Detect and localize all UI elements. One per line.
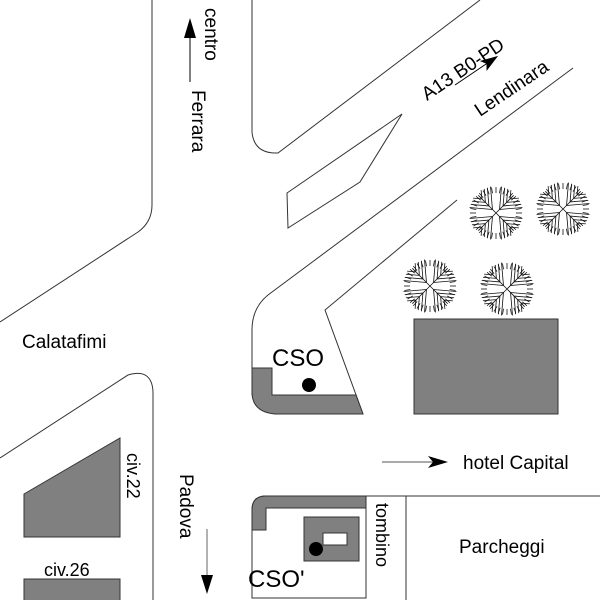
tree-icon — [469, 186, 523, 240]
cso-building — [251, 367, 364, 415]
street-label-padova: Padova — [175, 474, 196, 539]
civ22-building — [23, 437, 121, 538]
arrow-up-icon — [184, 18, 196, 82]
civ26-building — [23, 578, 121, 600]
traffic-island — [286, 113, 403, 229]
arrow-right-icon — [382, 456, 448, 468]
street-label-calatafimi: Calatafimi — [22, 332, 106, 353]
cso-prime-wall — [251, 495, 367, 531]
road-edge-lendinara-south — [251, 67, 574, 395]
label-cso-prime: CSO' — [248, 566, 305, 593]
street-label-ferrara: Ferrara — [187, 90, 208, 153]
label-civ22: civ.22 — [123, 453, 143, 499]
tree-icon — [403, 259, 457, 313]
arrow-down-icon — [201, 529, 213, 594]
arrow-lendinara-icon — [454, 55, 499, 86]
label-tombino: tombino — [372, 503, 392, 567]
road-edge-ferrara-east — [251, 0, 481, 154]
label-hotel-capital: hotel Capital — [463, 453, 569, 474]
hotel-building — [413, 318, 559, 415]
cso-prime-location-dot-icon[interactable] — [309, 542, 323, 556]
road-edge-inner — [324, 199, 458, 415]
street-label-centro: centro — [200, 8, 221, 61]
cso-location-dot-icon[interactable] — [302, 378, 316, 392]
cso-prime-inner — [322, 532, 348, 546]
tree-icon — [480, 262, 534, 316]
tree-icon — [536, 182, 590, 236]
road-edge-padova-west — [0, 372, 154, 600]
label-parcheggi: Parcheggi — [459, 537, 545, 558]
label-cso: CSO — [272, 345, 324, 372]
label-civ26: civ.26 — [44, 560, 90, 580]
road-edge-ferrara-west — [0, 0, 153, 323]
